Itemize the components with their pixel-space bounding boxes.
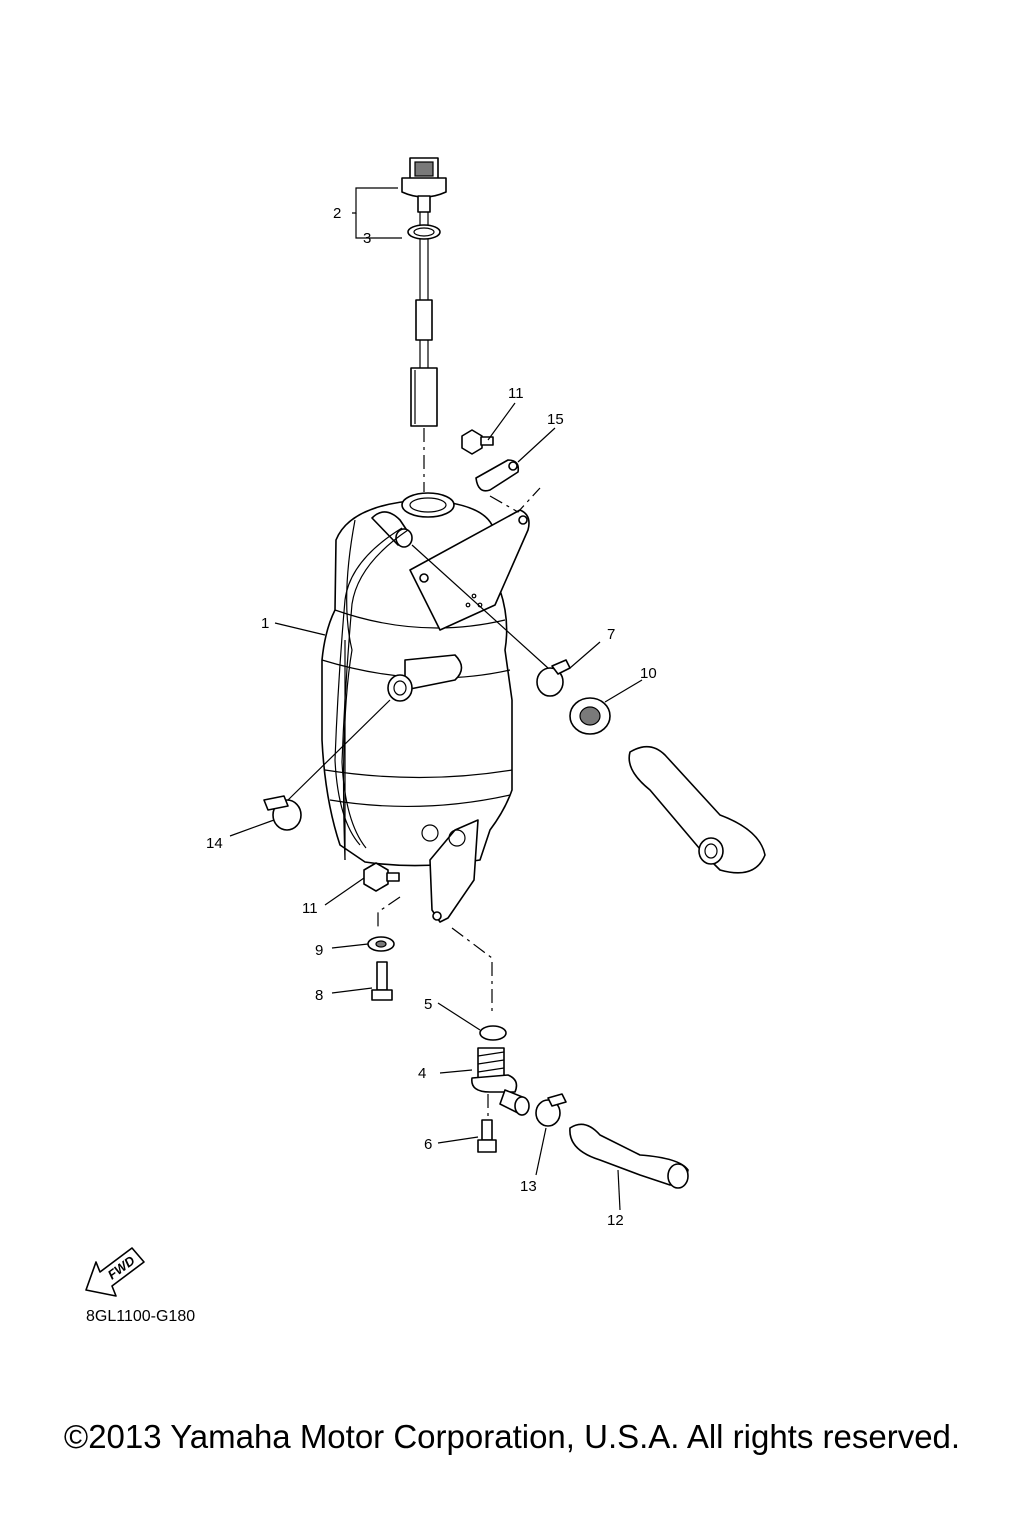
copyright-notice: ©2013 Yamaha Motor Corporation, U.S.A. A… xyxy=(63,1418,961,1455)
hose-clamp-left xyxy=(263,795,302,831)
diagram-code: 8GL1100-G180 xyxy=(86,1308,196,1325)
callout-8: 8 xyxy=(315,987,323,1004)
callout-3: 3 xyxy=(363,230,371,247)
hose-clamp-lower xyxy=(535,1093,567,1127)
callout-9: 9 xyxy=(315,942,323,959)
oil-hose-upper xyxy=(628,745,766,874)
bolt-8 xyxy=(371,961,393,1001)
callout-7: 7 xyxy=(607,626,615,643)
callout-13: 13 xyxy=(520,1178,537,1195)
washer xyxy=(367,936,395,952)
hose-clamp-upper xyxy=(536,659,571,697)
callout-6: 6 xyxy=(424,1136,432,1153)
oil-tank xyxy=(321,492,530,923)
oil-level-sensor xyxy=(401,157,447,427)
grommet xyxy=(569,697,611,735)
bolt-upper xyxy=(461,429,494,455)
callout-14: 14 xyxy=(206,835,223,852)
callout-10: 10 xyxy=(640,665,657,682)
callout-1: 1 xyxy=(261,615,269,632)
callout-11-upper: 11 xyxy=(508,385,524,402)
callout-12: 12 xyxy=(607,1212,624,1229)
callout-2: 2 xyxy=(333,205,341,222)
o-ring-lower xyxy=(479,1025,507,1041)
screw xyxy=(477,1119,497,1153)
bolt-lower xyxy=(363,862,400,892)
o-ring xyxy=(407,224,441,240)
oil-hose-lower xyxy=(569,1123,689,1189)
callout-4: 4 xyxy=(418,1065,426,1082)
callout-15: 15 xyxy=(547,411,564,428)
callout-labels: 1 2 3 4 5 6 7 8 9 10 11 11 12 13 14 15 xyxy=(206,205,657,1229)
forward-direction-arrow: FWD xyxy=(85,1247,145,1297)
hose-clamp-bracket xyxy=(475,459,520,492)
callout-5: 5 xyxy=(424,996,432,1013)
oil-strainer-union xyxy=(471,1047,530,1116)
leader-lines xyxy=(229,187,643,1211)
callout-11-lower: 11 xyxy=(302,900,318,917)
